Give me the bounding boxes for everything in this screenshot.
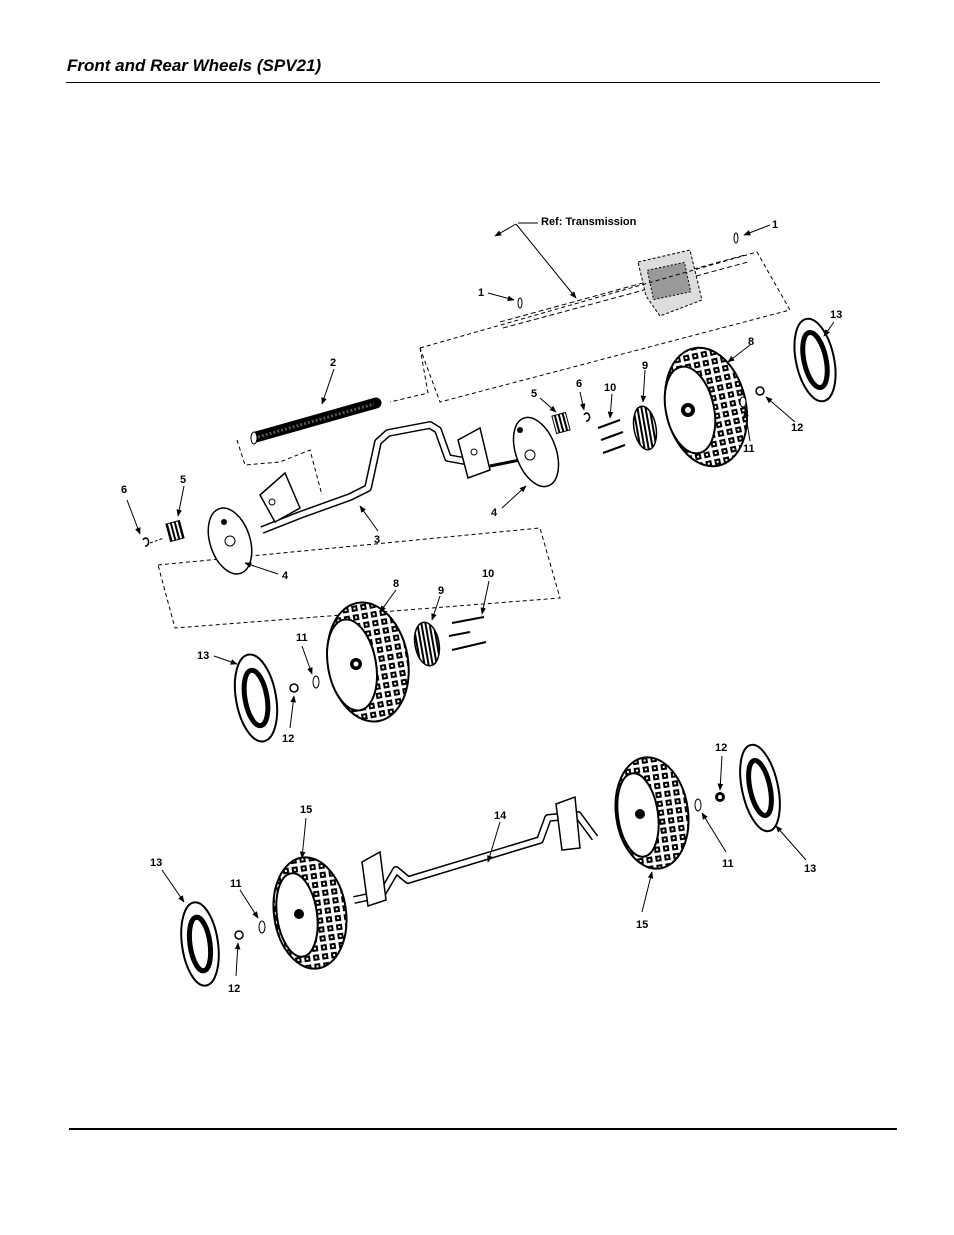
pinion-gear-left bbox=[165, 485, 185, 543]
drive-shaft bbox=[250, 368, 382, 445]
callout-11-upper-right: 11 bbox=[743, 443, 755, 455]
e-ring-left bbox=[126, 499, 165, 547]
callout-9-upper: 9 bbox=[642, 360, 648, 372]
callout-12-rear-right: 12 bbox=[715, 742, 727, 754]
callout-6-right: 6 bbox=[576, 378, 582, 390]
pin-1-right bbox=[733, 224, 771, 244]
e-ring-right bbox=[579, 391, 591, 422]
callout-13-upper-right: 13 bbox=[830, 309, 842, 321]
washer-upper-right bbox=[739, 396, 751, 442]
ref-frame-lower bbox=[157, 527, 561, 629]
callout-13-rear-left: 13 bbox=[150, 857, 162, 869]
nut-rear-right bbox=[715, 755, 725, 802]
pinion-gear-right bbox=[539, 397, 571, 435]
callout-ref-transmission: Ref: Transmission bbox=[541, 216, 637, 228]
ref-frame-link bbox=[389, 347, 429, 403]
nut-mid-left bbox=[289, 683, 299, 729]
nut-rear-left bbox=[234, 930, 244, 977]
callout-1-right: 1 bbox=[772, 219, 778, 231]
callout-1-left: 1 bbox=[478, 287, 484, 299]
callout-10-lower: 10 bbox=[482, 568, 494, 580]
footer-rule bbox=[69, 1128, 897, 1130]
callout-15-rear-right: 15 bbox=[636, 919, 648, 931]
ref-frame-upper bbox=[419, 251, 791, 403]
hubcap-rear-left bbox=[161, 869, 220, 987]
callout-4-left: 4 bbox=[282, 570, 289, 582]
callout-2: 2 bbox=[330, 357, 336, 369]
rear-axle bbox=[353, 795, 599, 907]
drive-plate-right bbox=[501, 416, 560, 509]
hubcap-mid-left bbox=[213, 653, 279, 743]
callout-12-mid-left: 12 bbox=[282, 733, 294, 745]
callout-11-rear-right: 11 bbox=[722, 858, 734, 870]
ref-frame-left-link bbox=[236, 439, 323, 496]
callout-8-lower: 8 bbox=[393, 578, 399, 590]
ring-gear-upper bbox=[632, 369, 658, 451]
washer-mid-left bbox=[301, 645, 320, 689]
callout-4-right: 4 bbox=[491, 507, 498, 519]
front-axle bbox=[259, 421, 521, 534]
page-title: Front and Rear Wheels (SPV21) bbox=[67, 56, 322, 75]
drive-plate-left bbox=[207, 507, 279, 575]
callout-11-mid-left: 11 bbox=[296, 632, 308, 644]
callout-13-rear-right: 13 bbox=[804, 863, 816, 875]
callout-3: 3 bbox=[374, 534, 380, 546]
callout-5-left: 5 bbox=[180, 474, 186, 486]
callout-6-left: 6 bbox=[121, 484, 127, 496]
washer-rear-left bbox=[239, 889, 266, 934]
callout-9-lower: 9 bbox=[438, 585, 444, 597]
header-rule bbox=[66, 82, 880, 83]
washer-rear-right bbox=[694, 798, 727, 853]
callout-10-upper: 10 bbox=[604, 382, 616, 394]
callout-13-mid-left: 13 bbox=[197, 650, 209, 662]
callout-12-rear-left: 12 bbox=[228, 983, 240, 995]
hubcap-upper-right bbox=[793, 317, 837, 403]
ring-gear-lower bbox=[413, 595, 441, 667]
callout-14: 14 bbox=[494, 810, 507, 822]
screws-lower bbox=[448, 580, 490, 651]
callout-8-upper: 8 bbox=[748, 336, 754, 348]
callout-11-rear-left: 11 bbox=[230, 878, 242, 890]
screws-upper bbox=[597, 393, 626, 454]
transmission-reference bbox=[494, 222, 749, 329]
drive-wheel-lower bbox=[326, 589, 410, 723]
rear-wheel-left bbox=[272, 817, 348, 970]
nut-upper-right bbox=[755, 386, 796, 423]
pin-1-left bbox=[487, 292, 523, 309]
rear-wheel-right bbox=[614, 756, 690, 913]
hubcap-rear-right bbox=[739, 743, 807, 861]
callout-12-upper-right: 12 bbox=[791, 422, 803, 434]
callout-15-rear-left: 15 bbox=[300, 804, 312, 816]
callout-5-right: 5 bbox=[531, 388, 537, 400]
